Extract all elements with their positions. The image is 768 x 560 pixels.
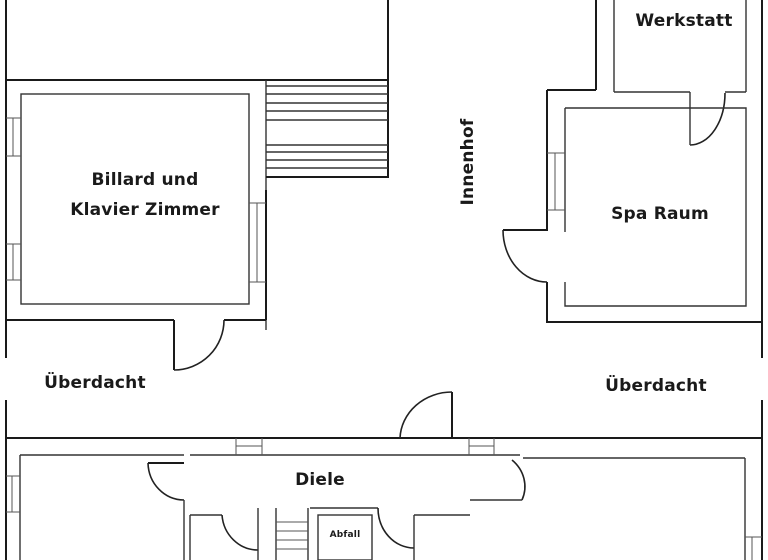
waste-room-label: Abfall: [329, 530, 361, 540]
billiard-room-walls: [6, 93, 267, 371]
canopy-left-label: Überdacht: [44, 373, 146, 393]
hall-label: Diele: [295, 470, 345, 490]
billiard-room-label-line1: Billard und: [91, 170, 199, 190]
billiard-room-label-line2: Klavier Zimmer: [70, 200, 220, 220]
lower-building-walls: [5, 391, 763, 560]
spa-room-label: Spa Raum: [611, 204, 709, 224]
top-left-room-walls: [5, 0, 389, 358]
workshop-walls: [547, 0, 763, 358]
canopy-right-label: Überdacht: [605, 376, 707, 396]
stairs-top: [265, 80, 388, 330]
courtyard-label: Innenhof: [458, 118, 478, 206]
workshop-label: Werkstatt: [635, 11, 733, 31]
spa-room-walls: [502, 90, 762, 323]
